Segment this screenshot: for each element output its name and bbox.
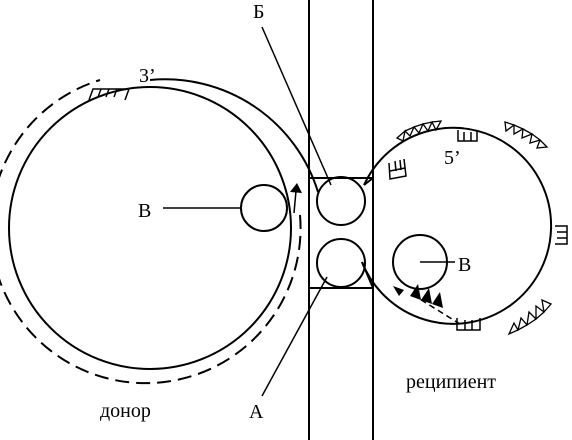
channel-lower-circle — [316, 238, 366, 288]
label-recipient: реципиент — [406, 371, 496, 393]
recipient-plasmid-arc — [361, 126, 553, 325]
label-b: Б — [253, 1, 264, 23]
triangle-marker-icon — [504, 121, 549, 149]
label-a: А — [249, 401, 264, 423]
arrow-icon — [290, 183, 302, 214]
label-end-3: 3’ — [139, 65, 156, 87]
label-donor: донор — [100, 400, 151, 422]
arrow-icon — [393, 286, 461, 325]
comb-symbol-icon — [456, 318, 481, 331]
comb-symbol-icon — [388, 158, 407, 180]
leader-line-b — [261, 26, 332, 186]
donor-outer-strand — [149, 78, 319, 193]
recipient-plasmid — [361, 120, 568, 336]
triangle-marker-icon — [395, 120, 443, 142]
donor-plasmid-circle — [8, 86, 292, 370]
triangle-marker-icon — [507, 298, 553, 336]
label-v-left: В — [138, 200, 151, 222]
channel-upper-circle — [316, 176, 366, 226]
comb-symbol-icon — [555, 225, 568, 245]
donor-plasmid — [0, 78, 319, 385]
label-v-right: В — [458, 254, 471, 276]
recipient-join-bottom — [361, 261, 374, 289]
comb-symbol-icon — [88, 88, 131, 101]
recipient-join-top — [363, 177, 374, 186]
donor-dashed-strand — [0, 79, 302, 385]
membrane-walls — [308, 0, 374, 440]
donor-small-circle — [240, 184, 288, 232]
triangle-marker-icon — [410, 284, 443, 308]
label-end-5: 5’ — [444, 147, 461, 169]
leader-line-a — [261, 276, 328, 397]
comb-symbol-icon — [457, 130, 478, 142]
